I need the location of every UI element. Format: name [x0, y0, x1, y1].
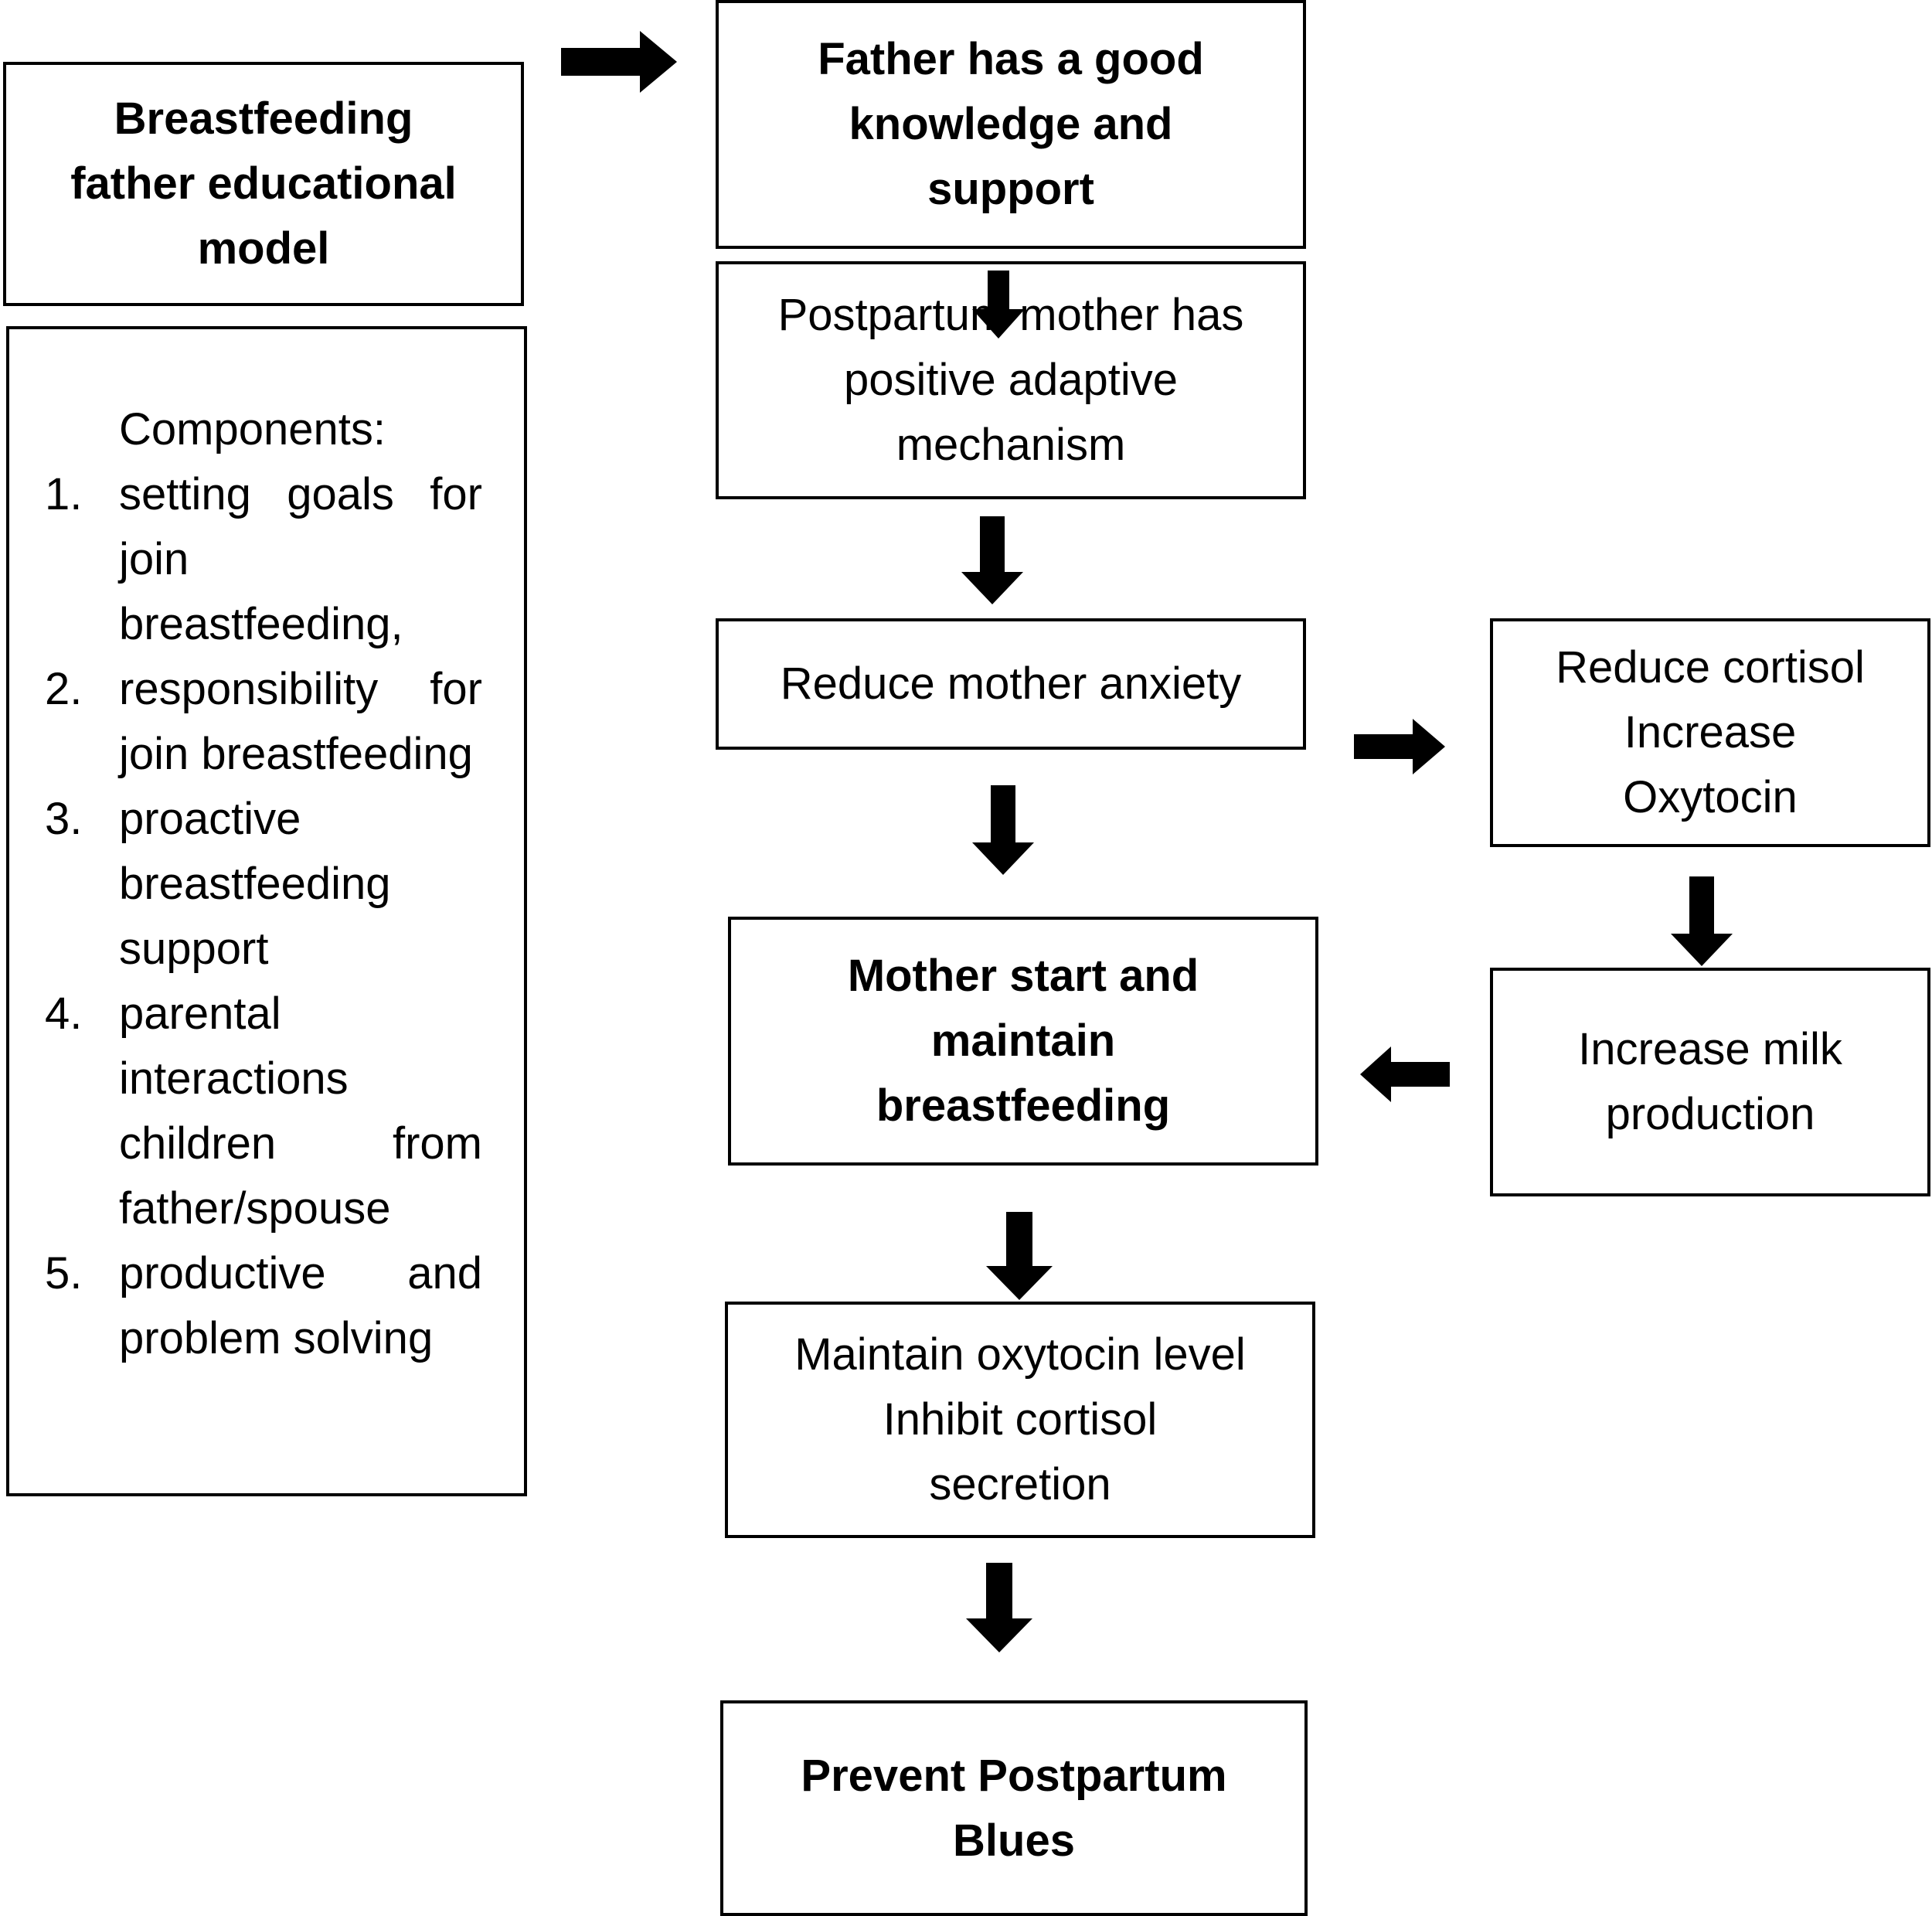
- arrow-down-icon: [972, 271, 1025, 339]
- arrow-down-icon: [961, 516, 1023, 604]
- father-knowledge-line: Father has a good: [818, 34, 1204, 84]
- maintain-breastfeeding-line: breastfeeding: [876, 1081, 1171, 1131]
- milk-production-line: Increase milk: [1578, 1024, 1842, 1074]
- list-item: 1. setting goals for join breastfeeding,: [45, 462, 482, 657]
- model-box-line: model: [197, 223, 330, 274]
- list-item-text: setting goals for join breastfeeding,: [119, 469, 482, 649]
- postpartum-mother-box: Postpartum mother has positive adaptive …: [716, 261, 1306, 499]
- list-item-number: 4.: [45, 989, 83, 1039]
- maintain-breastfeeding-line: Mother start and: [847, 951, 1199, 1001]
- postpartum-mother-line: mechanism: [896, 420, 1126, 470]
- arrow-right-icon: [1354, 719, 1445, 774]
- cortisol-oxytocin-box: Reduce cortisol Increase Oxytocin: [1490, 618, 1930, 847]
- components-box: Components: 1. setting goals for join br…: [6, 326, 527, 1496]
- prevent-blues-line: Blues: [953, 1815, 1075, 1866]
- cortisol-oxytocin-line: Reduce cortisol: [1556, 642, 1865, 693]
- list-item-text: responsibility for join breastfeeding: [119, 664, 482, 779]
- oxytocin-level-box: Maintain oxytocin level Inhibit cortisol…: [725, 1302, 1315, 1538]
- father-knowledge-line: support: [927, 164, 1094, 214]
- father-knowledge-line: knowledge and: [849, 99, 1173, 149]
- reduce-anxiety-box: Reduce mother anxiety: [716, 618, 1306, 750]
- cortisol-oxytocin-line: Increase: [1624, 707, 1797, 757]
- arrow-down-icon: [966, 1563, 1032, 1652]
- list-item: 5. productive and problem solving: [45, 1241, 482, 1371]
- milk-production-line: production: [1605, 1089, 1815, 1139]
- arrow-down-icon: [1671, 876, 1733, 966]
- list-item-number: 5.: [45, 1248, 83, 1298]
- model-box-line: father educational: [70, 158, 457, 209]
- maintain-breastfeeding-box: Mother start and maintain breastfeeding: [728, 917, 1318, 1166]
- list-item-text: productive and problem solving: [119, 1248, 482, 1363]
- list-item-number: 1.: [45, 469, 83, 519]
- components-list: 1. setting goals for join breastfeeding,…: [45, 462, 482, 1371]
- list-item: 4. parental interactions children from f…: [45, 982, 482, 1241]
- prevent-blues-line: Prevent Postpartum: [801, 1750, 1227, 1801]
- oxytocin-level-line: secretion: [929, 1459, 1111, 1509]
- reduce-anxiety-line: Reduce mother anxiety: [780, 659, 1242, 709]
- oxytocin-level-line: Maintain oxytocin level: [794, 1329, 1246, 1380]
- oxytocin-level-line: Inhibit cortisol: [883, 1394, 1158, 1445]
- list-item-number: 3.: [45, 794, 83, 844]
- model-box: Breastfeeding father educational model: [3, 62, 524, 306]
- arrow-down-icon: [972, 785, 1034, 875]
- father-knowledge-box: Father has a good knowledge and support: [716, 0, 1306, 249]
- list-item-text: proactive breastfeeding support: [119, 794, 391, 974]
- maintain-breastfeeding-line: maintain: [930, 1016, 1116, 1066]
- list-item-text: parental interactions children from fath…: [119, 989, 482, 1234]
- arrow-left-icon: [1360, 1046, 1450, 1102]
- milk-production-box: Increase milk production: [1490, 968, 1930, 1196]
- cortisol-oxytocin-line: Oxytocin: [1623, 772, 1798, 822]
- list-item: 2. responsibility for join breastfeeding: [45, 657, 482, 787]
- list-item: 3. proactive breastfeeding support: [45, 787, 482, 982]
- list-item-number: 2.: [45, 664, 83, 714]
- components-heading: Components:: [119, 404, 386, 454]
- model-box-line: Breastfeeding: [114, 94, 413, 144]
- arrow-down-icon: [986, 1212, 1053, 1300]
- postpartum-mother-line: positive adaptive: [843, 355, 1179, 405]
- arrow-right-icon: [561, 31, 677, 93]
- prevent-blues-box: Prevent Postpartum Blues: [720, 1700, 1308, 1916]
